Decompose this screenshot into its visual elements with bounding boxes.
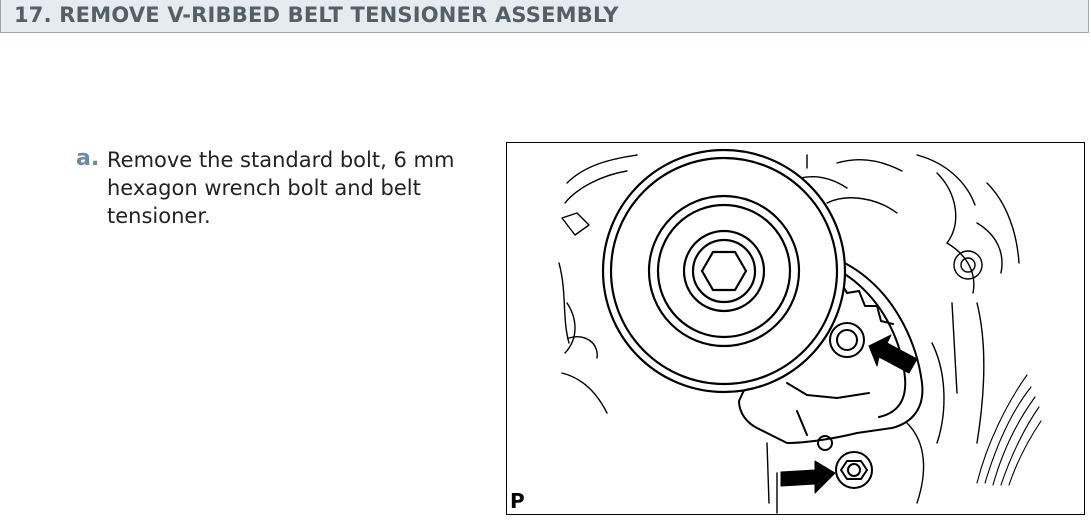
- engine-block-outline: [558, 154, 1020, 514]
- step-text: Remove the standard bolt, 6 mm hexagon w…: [107, 148, 455, 228]
- arrow-icon: [780, 460, 836, 494]
- tensioner-figure: P: [506, 142, 1085, 515]
- hatch-lines: [976, 374, 1042, 486]
- idler-pulley: [601, 148, 847, 394]
- step-marker: a.: [76, 146, 100, 171]
- hex-wrench-bolt: [817, 435, 873, 489]
- section-title: 17. REMOVE V-RIBBED BELT TENSIONER ASSEM…: [14, 3, 619, 27]
- figure-code-label: P: [510, 489, 525, 513]
- arrow-icon: [868, 334, 918, 374]
- section-header: 17. REMOVE V-RIBBED BELT TENSIONER ASSEM…: [0, 0, 1089, 33]
- belt-tensioner-illustration: [558, 148, 1042, 514]
- standard-bolt: [829, 322, 865, 358]
